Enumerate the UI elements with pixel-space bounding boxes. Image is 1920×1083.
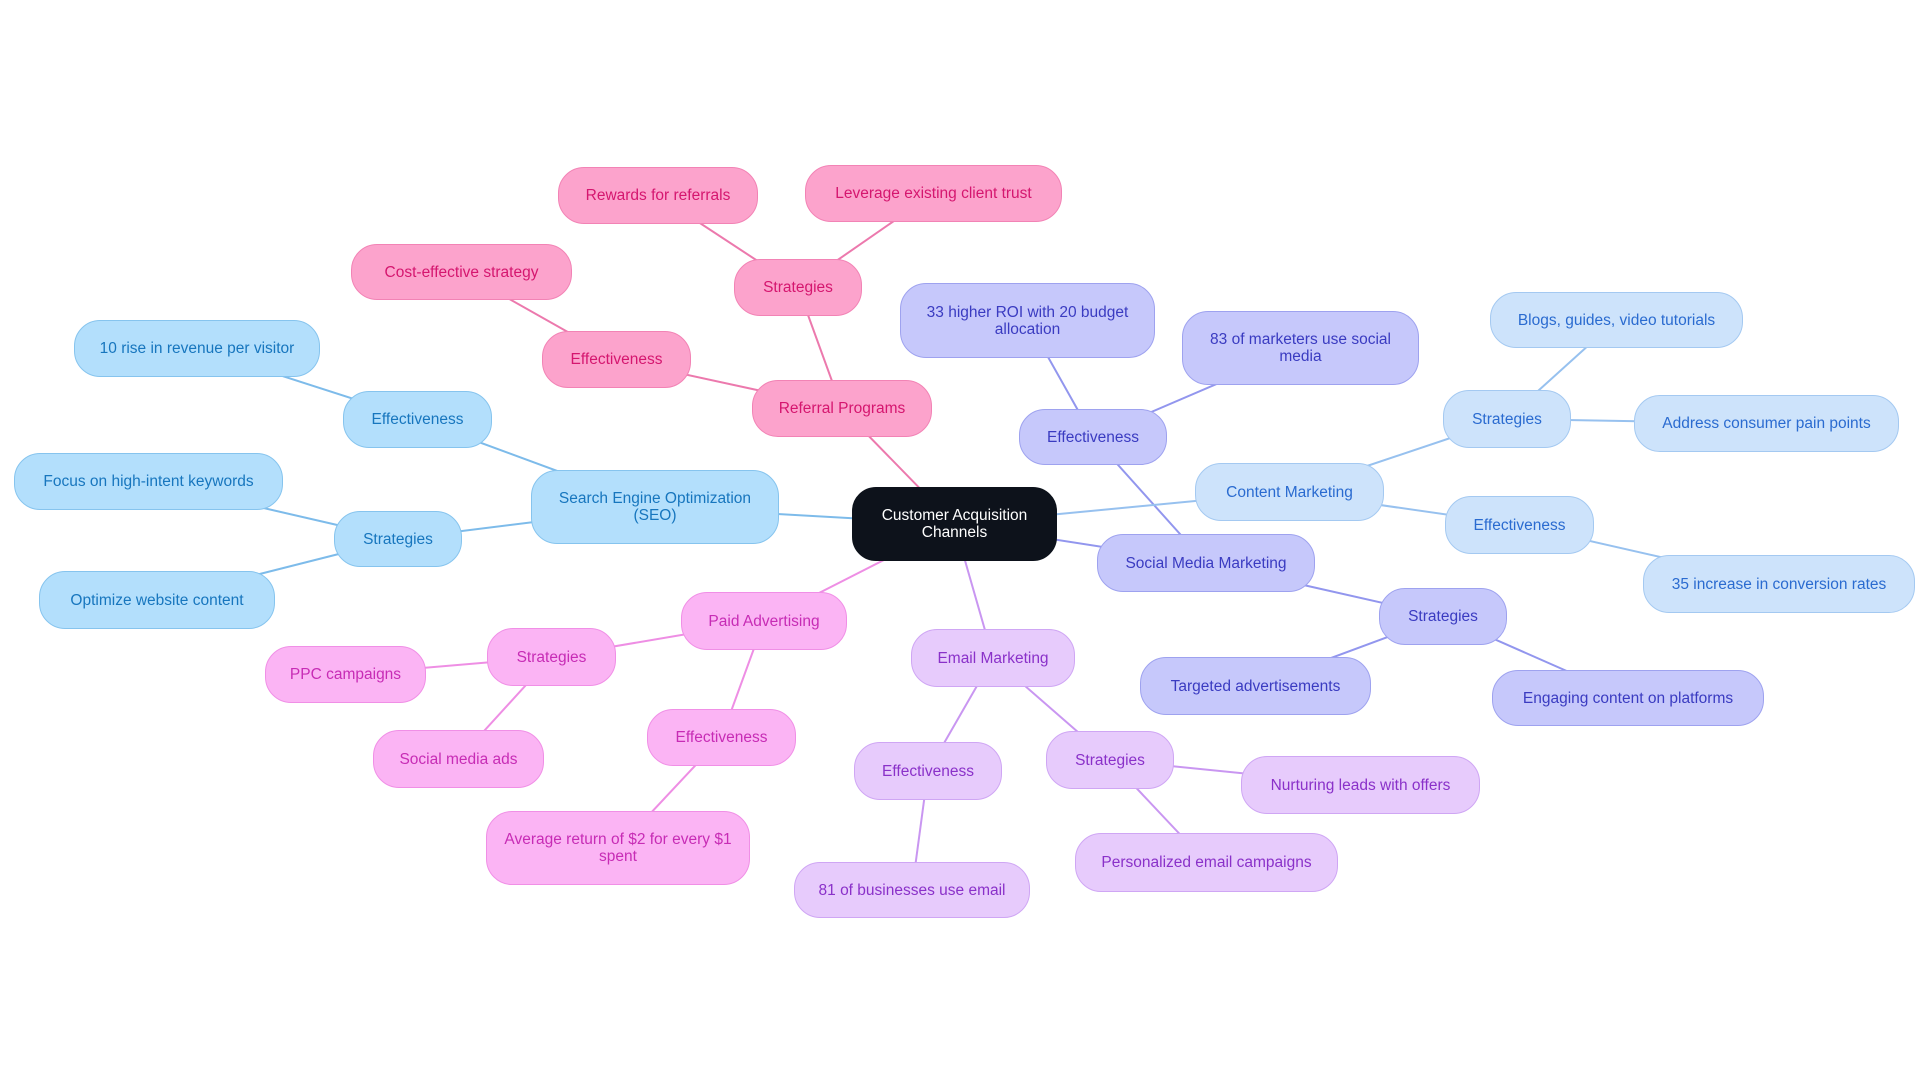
node-seo[interactable]: Search Engine Optimization (SEO) — [531, 470, 779, 544]
node-ref-eff-1[interactable]: Cost-effective strategy — [351, 244, 572, 300]
node-pa-eff[interactable]: Effectiveness — [647, 709, 796, 766]
node-em-str-1[interactable]: Nurturing leads with offers — [1241, 756, 1480, 814]
node-ref-str-2[interactable]: Leverage existing client trust — [805, 165, 1062, 222]
node-pa-str-2[interactable]: Social media ads — [373, 730, 544, 788]
node-seo-eff[interactable]: Effectiveness — [343, 391, 492, 448]
node-pa-str[interactable]: Strategies — [487, 628, 616, 686]
node-seo-str-1[interactable]: Focus on high-intent keywords — [14, 453, 283, 510]
node-cm-eff-1[interactable]: 35 increase in conversion rates — [1643, 555, 1915, 613]
node-ref-str[interactable]: Strategies — [734, 259, 862, 316]
node-ref[interactable]: Referral Programs — [752, 380, 932, 437]
node-em-eff[interactable]: Effectiveness — [854, 742, 1002, 800]
node-pa-str-1[interactable]: PPC campaigns — [265, 646, 426, 703]
node-pa-eff-1[interactable]: Average return of $2 for every $1 spent — [486, 811, 750, 885]
node-smm-str-1[interactable]: Targeted advertisements — [1140, 657, 1371, 715]
node-ref-str-1[interactable]: Rewards for referrals — [558, 167, 758, 224]
node-pa[interactable]: Paid Advertising — [681, 592, 847, 650]
node-seo-str-2[interactable]: Optimize website content — [39, 571, 275, 629]
node-ref-eff[interactable]: Effectiveness — [542, 331, 691, 388]
node-seo-str[interactable]: Strategies — [334, 511, 462, 567]
node-smm-str[interactable]: Strategies — [1379, 588, 1507, 645]
node-cm-str[interactable]: Strategies — [1443, 390, 1571, 448]
node-smm[interactable]: Social Media Marketing — [1097, 534, 1315, 592]
node-em-str[interactable]: Strategies — [1046, 731, 1174, 789]
node-smm-eff-2[interactable]: 83 of marketers use social media — [1182, 311, 1419, 385]
node-em-str-2[interactable]: Personalized email campaigns — [1075, 833, 1338, 892]
node-cm[interactable]: Content Marketing — [1195, 463, 1384, 521]
node-smm-eff-1[interactable]: 33 higher ROI with 20 budget allocation — [900, 283, 1155, 358]
node-em-eff-1[interactable]: 81 of businesses use email — [794, 862, 1030, 918]
node-em[interactable]: Email Marketing — [911, 629, 1075, 687]
node-cm-eff[interactable]: Effectiveness — [1445, 496, 1594, 554]
node-smm-str-2[interactable]: Engaging content on platforms — [1492, 670, 1764, 726]
root-node-customer-acquisition-channels[interactable]: Customer Acquisition Channels — [852, 487, 1057, 561]
node-cm-str-1[interactable]: Blogs, guides, video tutorials — [1490, 292, 1743, 348]
node-smm-eff[interactable]: Effectiveness — [1019, 409, 1167, 465]
node-seo-eff-1[interactable]: 10 rise in revenue per visitor — [74, 320, 320, 377]
node-cm-str-2[interactable]: Address consumer pain points — [1634, 395, 1899, 452]
